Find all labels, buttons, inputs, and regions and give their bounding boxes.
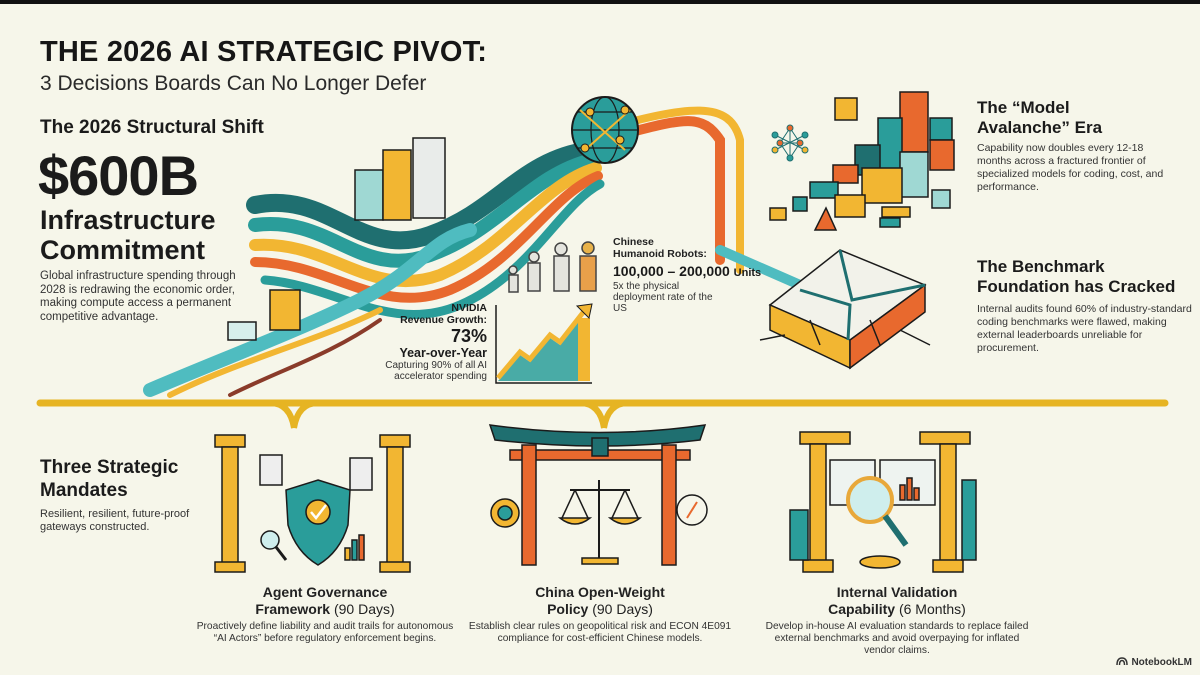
mandate-card-agent-governance: Agent Governance Framework (90 Days) Pro…: [190, 584, 460, 645]
mandate-card-title-line2: Framework (90 Days): [190, 601, 460, 618]
model-avalanche-description: Capability now doubles every 12-18 month…: [977, 142, 1164, 193]
mandate-card-title-line1: Internal Validation: [836, 584, 958, 600]
benchmark-title-line1: The Benchmark: [977, 257, 1105, 276]
mandate-card-description: Develop in-house AI evaluation standards…: [765, 621, 1029, 656]
benchmark-title: The Benchmark Foundation has Cracked: [977, 257, 1175, 297]
mandate-card-title-main: Policy: [547, 601, 589, 617]
nvidia-period: Year-over-Year: [399, 346, 487, 360]
robots-subtext: 5x the physical deployment rate of the U…: [613, 281, 713, 314]
humanoid-robots-icon: [508, 241, 597, 293]
robots-label-line1: Chinese: [613, 236, 654, 248]
robots-label-line2: Humanoid Robots:: [613, 248, 707, 260]
top-border: [0, 0, 1200, 4]
mandate-card-description: Proactively define liability and audit t…: [196, 621, 454, 644]
infrastructure-title-line2: Commitment: [40, 235, 206, 265]
mandate-card-title-line2: Policy (90 Days): [465, 601, 735, 618]
structural-shift-heading: The 2026 Structural Shift: [40, 117, 264, 138]
page-title: THE 2026 AI STRATEGIC PIVOT:: [40, 36, 488, 68]
nvidia-percent: 73%: [450, 326, 487, 346]
brand-name: NotebookLM: [1131, 657, 1192, 668]
mandate-card-timeline: (90 Days): [592, 601, 653, 617]
nvidia-subtext: Capturing 90% of all AI accelerator spen…: [385, 360, 487, 382]
mandate-card-title-line1: China Open-Weight: [535, 584, 665, 600]
robots-unit: Units: [733, 267, 762, 279]
magnifier-chart-icon: [789, 431, 977, 573]
mandate-card-title-line1: Agent Governance: [262, 584, 388, 600]
nvidia-stat: NVIDIA Revenue Growth: 73% Year-over-Yea…: [360, 302, 487, 382]
globe-network-icon: [571, 96, 639, 164]
mandate-card-title: China Open-Weight Policy (90 Days): [465, 584, 735, 618]
notebooklm-logo-icon: [1116, 656, 1129, 669]
robots-stat: Chinese Humanoid Robots: 100,000 – 200,0…: [613, 236, 761, 314]
mandate-card-title-line2: Capability (6 Months): [762, 601, 1032, 618]
mandates-title-line2: Mandates: [40, 480, 128, 501]
benchmark-title-line2: Foundation has Cracked: [977, 277, 1176, 296]
growth-chart-icon: [495, 303, 593, 384]
robots-value: 100,000 – 200,000: [613, 263, 730, 279]
benchmark-description: Internal audits found 60% of industry-st…: [977, 303, 1192, 354]
nvidia-label-line1: NVIDIA: [451, 302, 487, 314]
infrastructure-title-line1: Infrastructure: [40, 205, 216, 235]
page-subtitle: 3 Decisions Boards Can No Longer Defer: [40, 72, 427, 95]
infrastructure-description: Global infrastructure spending through 2…: [40, 270, 236, 323]
connector-bar: [36, 399, 1169, 429]
model-avalanche-title-line1: The “Model: [977, 98, 1070, 117]
shield-check-icon: [214, 434, 411, 573]
model-blocks-icon: [769, 91, 955, 231]
mandate-card-title-main: Framework: [255, 601, 331, 617]
data-cables-icon: [143, 106, 885, 398]
robots-value-row: 100,000 – 200,000 Units: [613, 263, 761, 279]
infrastructure-title: Infrastructure Commitment: [40, 205, 216, 265]
mandates-title: Three Strategic Mandates: [40, 456, 178, 502]
model-avalanche-title-line2: Avalanche” Era: [977, 118, 1103, 137]
mandates-description: Resilient, resilient, future-proof gatew…: [40, 508, 190, 533]
infrastructure-amount: $600B: [38, 144, 199, 207]
mandate-card-china-policy: China Open-Weight Policy (90 Days) Estab…: [465, 584, 735, 645]
city-buildings-icon: [227, 137, 446, 341]
neural-network-icon: [771, 124, 809, 162]
nvidia-label-line2: Revenue Growth:: [400, 314, 487, 326]
mandate-card-timeline: (6 Months): [898, 601, 966, 617]
mandate-card-internal-validation: Internal Validation Capability (6 Months…: [762, 584, 1032, 657]
mandate-card-title: Agent Governance Framework (90 Days): [190, 584, 460, 618]
torii-gate-scales-icon: [488, 424, 708, 566]
model-avalanche-title: The “Model Avalanche” Era: [977, 98, 1102, 138]
mandate-card-timeline: (90 Days): [333, 601, 395, 617]
notebooklm-watermark: NotebookLM: [1116, 656, 1192, 669]
mandates-title-line1: Three Strategic: [40, 457, 179, 478]
mandate-card-title-main: Capability: [828, 601, 896, 617]
mandate-card-description: Establish clear rules on geopolitical ri…: [468, 621, 732, 644]
cracked-foundation-icon: [759, 249, 931, 370]
mandate-card-title: Internal Validation Capability (6 Months…: [762, 584, 1032, 618]
